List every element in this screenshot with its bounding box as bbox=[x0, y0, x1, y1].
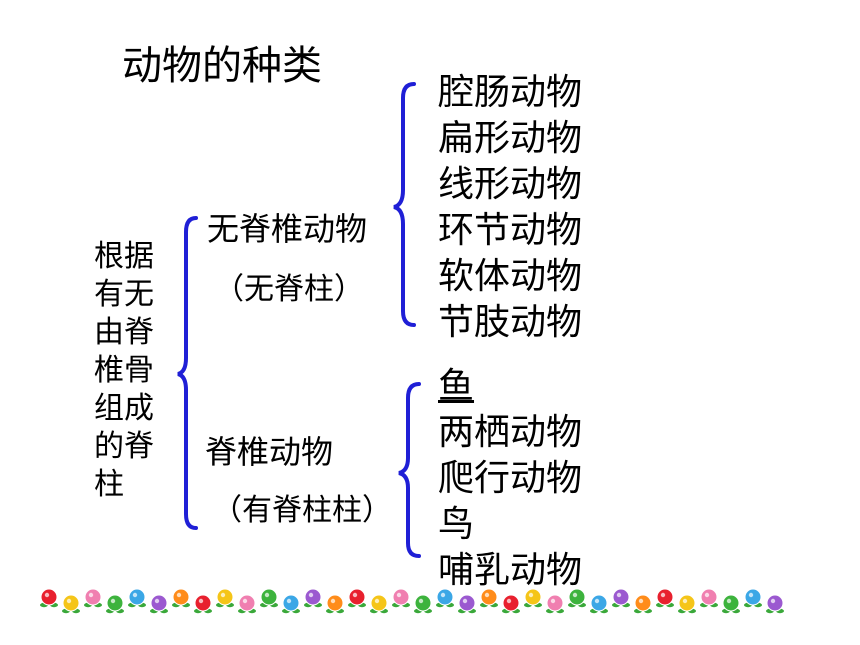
flower-icon bbox=[84, 588, 102, 608]
flower-icon bbox=[722, 594, 740, 614]
flower-icon bbox=[568, 588, 586, 608]
flower-icon bbox=[304, 588, 322, 608]
flower-icon bbox=[766, 594, 784, 614]
list-item: 环节动物 bbox=[438, 210, 583, 251]
flower-icon bbox=[744, 588, 762, 608]
flower-icon bbox=[414, 594, 432, 614]
invertebrate-label: 无脊椎动物 bbox=[207, 210, 368, 248]
flower-icon bbox=[656, 588, 674, 608]
list-item: 哺乳动物 bbox=[438, 550, 583, 591]
list-item: 扁形动物 bbox=[438, 118, 583, 159]
flower-icon bbox=[172, 588, 190, 608]
invertebrate-list: 腔肠动物 扁形动物 线形动物 环节动物 软体动物 节肢动物 bbox=[438, 70, 582, 346]
flower-icon bbox=[502, 594, 520, 614]
invertebrate-brace-path bbox=[393, 82, 416, 327]
flower-icon bbox=[634, 594, 652, 614]
list-item: 节肢动物 bbox=[438, 302, 583, 343]
list-item: 线形动物 bbox=[438, 164, 583, 205]
flower-border bbox=[40, 588, 784, 614]
flower-icon bbox=[700, 588, 718, 608]
main-brace-path bbox=[177, 216, 198, 530]
list-item: 爬行动物 bbox=[438, 458, 583, 499]
vertebrate-note: （有脊柱柱） bbox=[212, 493, 392, 528]
flower-icon bbox=[458, 594, 476, 614]
flower-icon bbox=[260, 588, 278, 608]
flower-icon bbox=[370, 594, 388, 614]
flower-icon bbox=[62, 594, 80, 614]
vertebrate-brace-path bbox=[398, 382, 421, 558]
flower-icon bbox=[612, 588, 630, 608]
page-title: 动物的种类 bbox=[122, 43, 322, 89]
flower-icon bbox=[282, 594, 300, 614]
flower-icon bbox=[480, 588, 498, 608]
flower-icon bbox=[150, 594, 168, 614]
flower-icon bbox=[194, 594, 212, 614]
flower-icon bbox=[40, 588, 58, 608]
flower-icon bbox=[590, 594, 608, 614]
list-item: 软体动物 bbox=[438, 256, 583, 297]
list-item: 两栖动物 bbox=[438, 412, 583, 453]
flower-icon bbox=[678, 594, 696, 614]
vertebrate-label: 脊椎动物 bbox=[205, 433, 334, 471]
flower-icon bbox=[392, 588, 410, 608]
list-item: 腔肠动物 bbox=[438, 72, 583, 113]
flower-icon bbox=[546, 594, 564, 614]
list-item: 鸟 bbox=[438, 504, 475, 545]
flower-icon bbox=[348, 588, 366, 608]
classification-criterion: 根据有无由脊椎骨组成的脊柱 bbox=[94, 239, 154, 502]
vertebrate-list: 鱼 两栖动物 爬行动物 鸟 哺乳动物 bbox=[438, 364, 582, 594]
list-item: 鱼 bbox=[438, 366, 475, 407]
flower-icon bbox=[238, 594, 256, 614]
flower-icon bbox=[216, 588, 234, 608]
flower-icon bbox=[436, 588, 454, 608]
flower-icon bbox=[128, 588, 146, 608]
flower-icon bbox=[106, 594, 124, 614]
flower-icon bbox=[326, 594, 344, 614]
flower-icon bbox=[524, 588, 542, 608]
invertebrate-note: （无脊柱） bbox=[214, 272, 364, 307]
